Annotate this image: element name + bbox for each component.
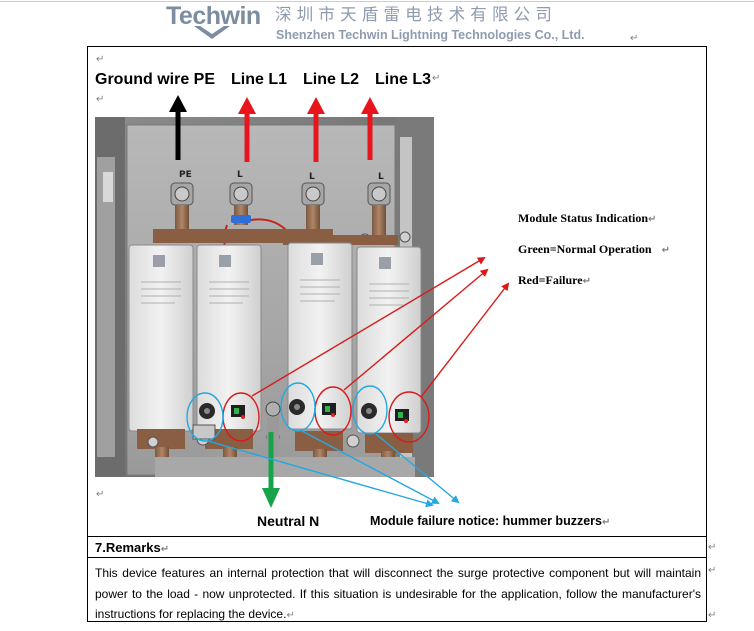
logo-text: Techwin [166,2,261,30]
table-border-right [706,46,707,621]
paragraph-mark: ↵ [160,544,170,555]
company-name-en: Shenzhen Techwin Lightning Technologies … [276,28,585,42]
remarks-body: This device features an internal protect… [95,566,701,621]
legend-title: Module Status Indication↵ [518,211,657,225]
table-border-top [87,46,707,47]
ground-wire-label: Ground wire PE [95,71,216,88]
paragraph-mark: ↵ [708,542,717,553]
legend-red: Red=Failure↵ [518,273,592,287]
failure-notice-label: Module failure notice: hummer buzzers↵ [370,514,611,528]
line-l2-label: Line L2 [303,71,360,88]
line-l3-label: Line L3 [375,71,432,88]
paragraph-mark: ↵ [582,276,592,287]
paragraph-mark: ↵ [432,73,441,84]
remarks-heading: 7.Remarks↵ [95,540,170,555]
legend-green: Green=Normal Operation↵ [518,242,670,256]
paragraph-mark: ↵ [630,33,639,44]
company-name-cn: 深圳市天盾雷电技术有限公司 [275,5,558,24]
spd-panel-illustration: PE L L L [95,117,434,477]
table-border-bottom [87,621,707,622]
line-l3-arrow-icon [361,97,379,160]
buzzer-pointer-lines [207,430,460,508]
paragraph-mark: ↵ [96,54,105,65]
techwin-logo: Techwin [166,2,261,42]
paragraph-mark: ↵ [648,214,657,225]
line-l1-label: Line L1 [231,71,288,88]
table-row-divider [87,536,707,537]
paragraph-mark: ↵ [96,489,105,500]
paragraph-mark: ↵ [601,517,611,528]
paragraph-mark: ↵ [286,610,295,621]
neutral-label: Neutral N [257,513,320,529]
header-rule [0,1,754,2]
neutral-arrow-icon [262,432,280,508]
spd-panel-photo: PE L L L [95,117,434,477]
paragraph-mark: ↵ [96,94,105,105]
terminal-label: L [378,172,384,182]
table-border-left [87,46,88,621]
paragraph-mark: ↵ [661,245,670,256]
spd-modules [128,242,422,434]
top-terminals [153,182,411,256]
logo-chevron-icon [194,26,230,39]
status-pointer-lines [251,256,510,398]
table-row-divider [87,557,707,558]
ground-wire-arrow-icon [169,95,187,160]
line-l1-arrow-icon [238,97,256,162]
line-l2-arrow-icon [307,97,325,162]
terminal-label: PE [179,170,192,180]
terminal-label: L [309,172,315,182]
paragraph-mark: ↵ [708,565,717,576]
terminal-label: L [237,170,243,180]
paragraph-mark: ↵ [708,610,717,621]
buzzer-highlights [186,382,388,442]
